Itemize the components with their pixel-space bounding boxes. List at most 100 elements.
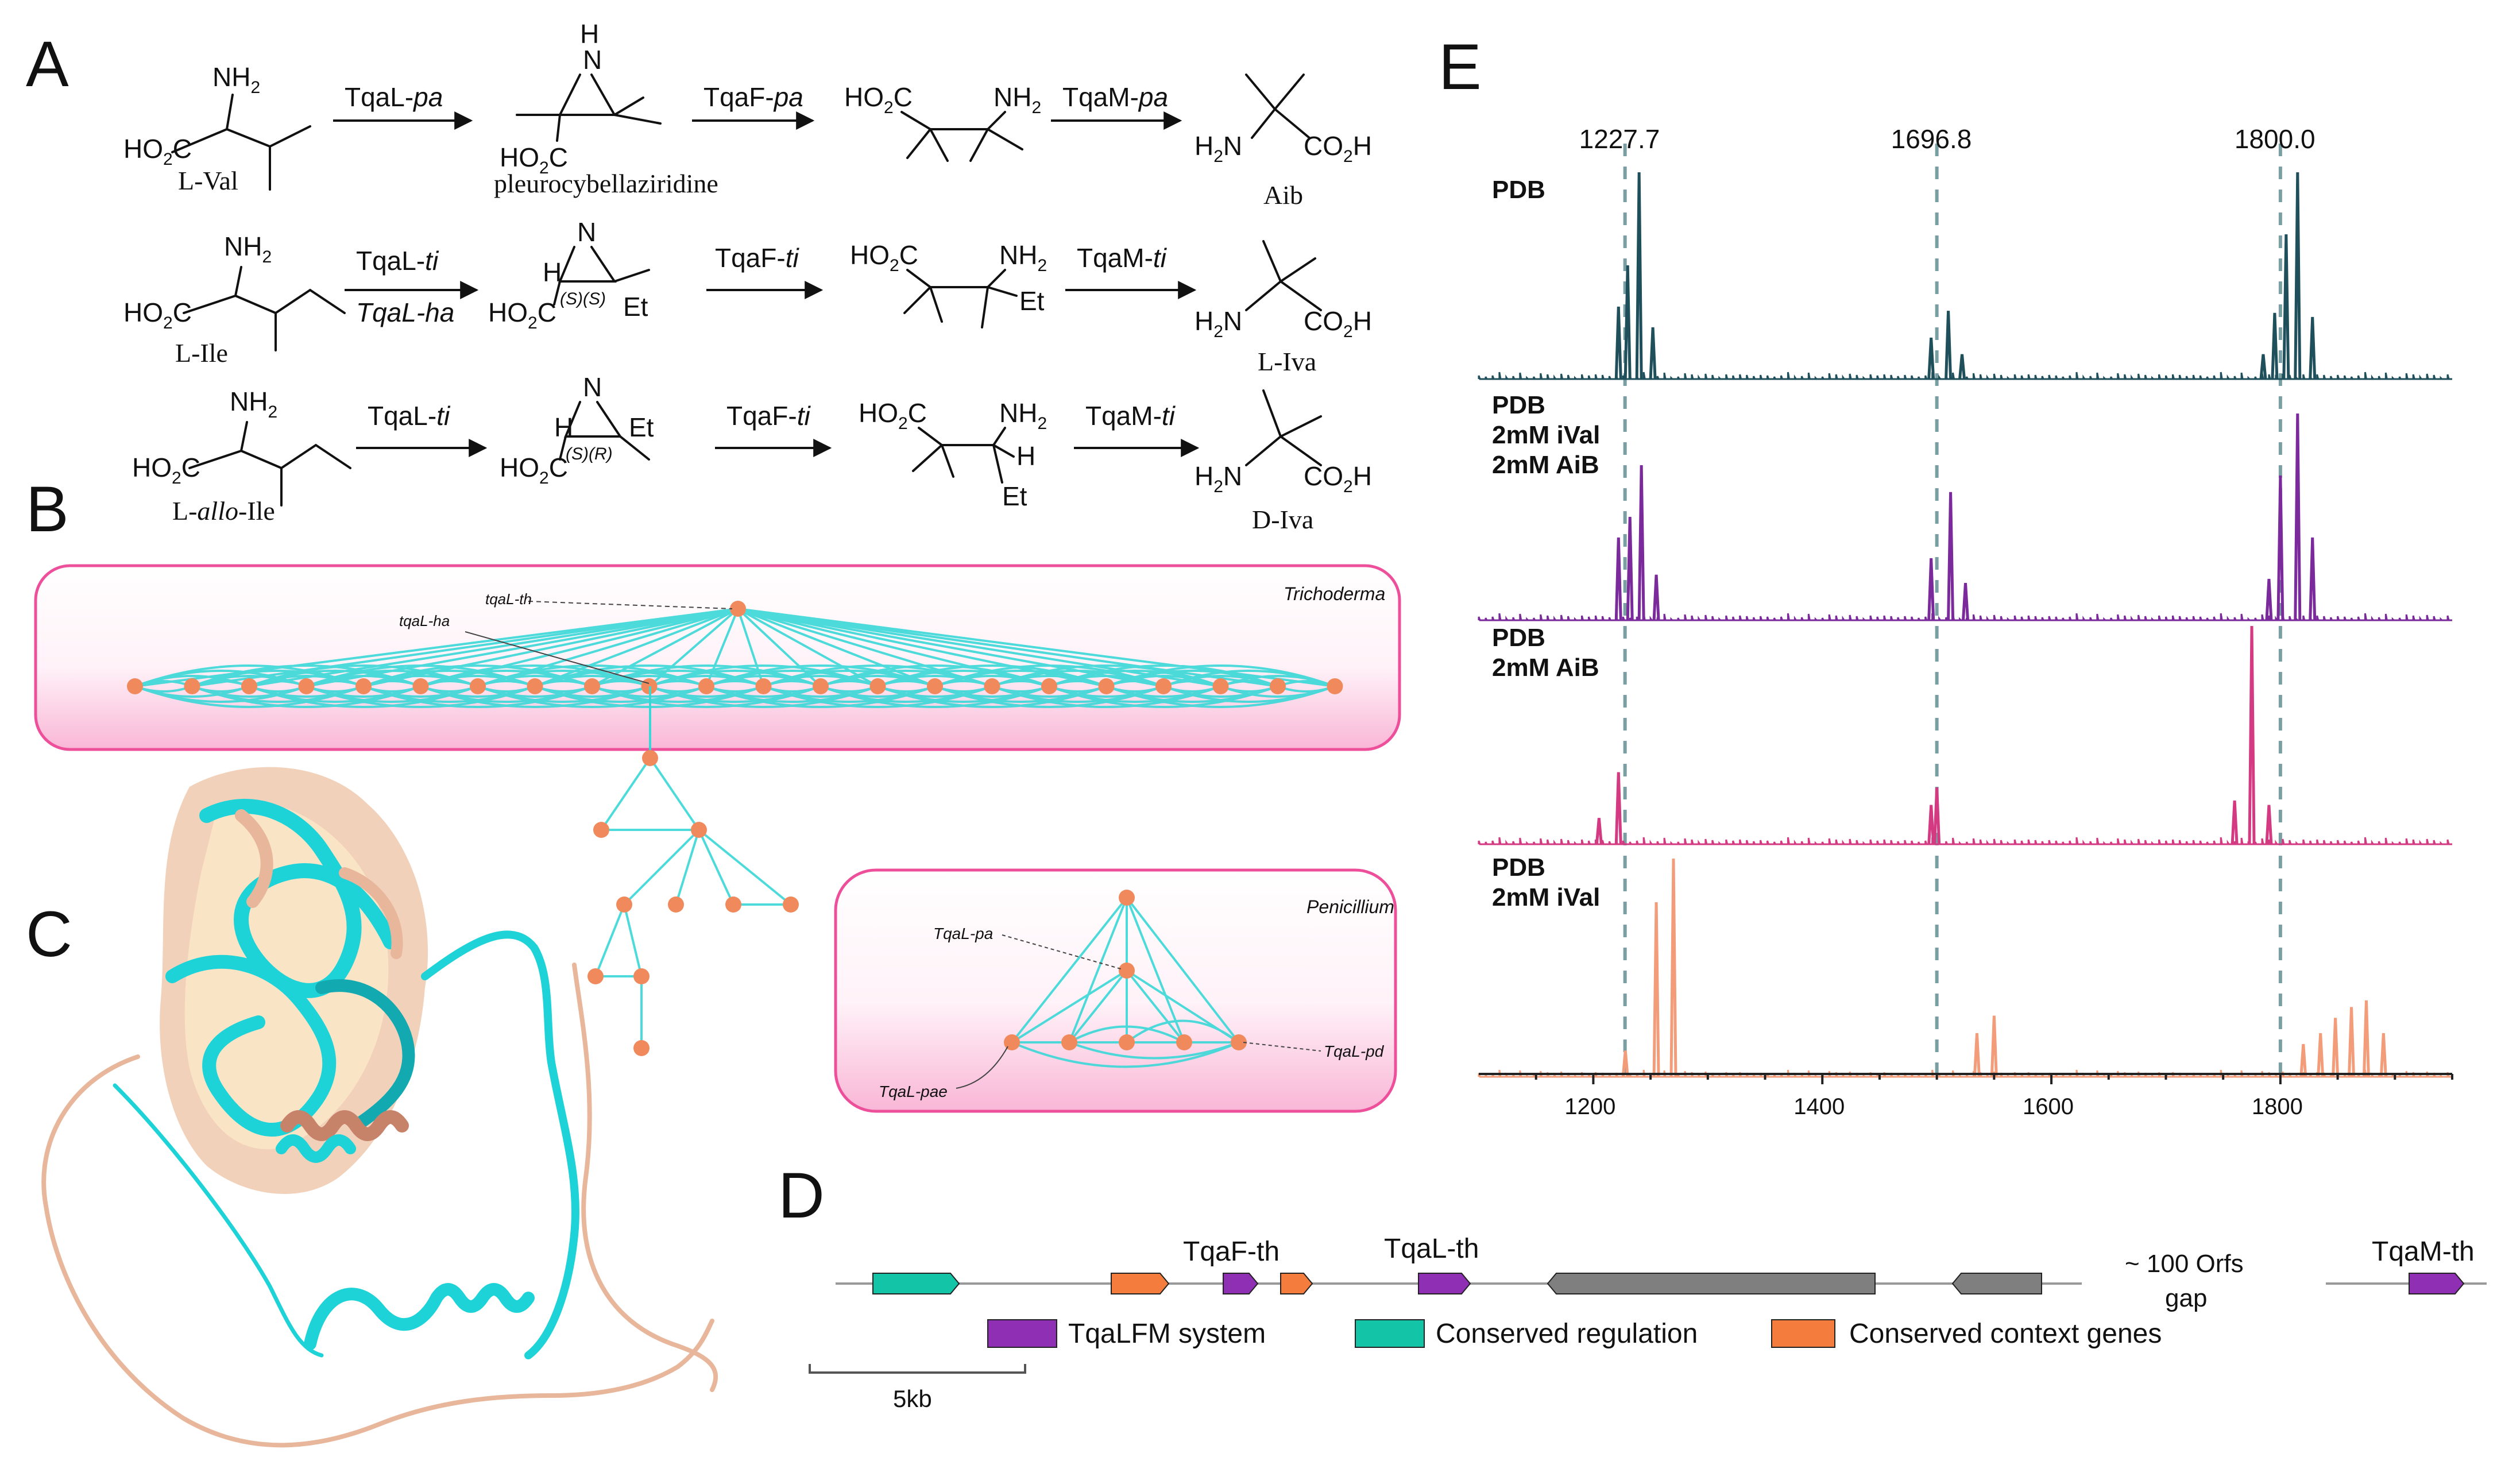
trichoderma-label: Trichoderma: [1284, 583, 1385, 604]
network-node: [1041, 678, 1057, 694]
svg-text:NH2: NH2: [999, 240, 1047, 275]
enzyme-2-2: TqaF-ti: [715, 243, 799, 273]
svg-text:N: N: [577, 217, 596, 247]
enzyme-1-2: TqaL-ti: [356, 246, 439, 276]
annotation-tqaL-th: tqaL-th: [485, 590, 532, 608]
svg-text:HO2C: HO2C: [500, 142, 568, 177]
enzyme-3-2: TqaM-ti: [1077, 243, 1168, 273]
spectrum-peak: [2309, 316, 2317, 380]
panel-label-e: E: [1439, 31, 1482, 103]
gene-context-1: [1111, 1273, 1170, 1294]
spectrum-peak: [1947, 492, 1955, 621]
panel-label-a: A: [26, 28, 69, 100]
network-node: [730, 601, 746, 617]
spectrum-peak: [1652, 902, 1660, 1077]
gene-regulation: [872, 1273, 960, 1294]
spectrum-peak: [1637, 465, 1645, 621]
network-node: [698, 678, 714, 694]
substrate-1: L-Val: [178, 166, 238, 195]
enzyme-1-1: TqaL-pa: [345, 82, 443, 112]
spectrum-peak: [1973, 1033, 1981, 1077]
svg-text:NH2: NH2: [994, 82, 1041, 117]
spectrum-peak: [2294, 413, 2302, 621]
network-node: [184, 678, 200, 694]
enzyme-1-3: TqaL-ti: [368, 401, 451, 431]
spectrum-peak: [2317, 1033, 2325, 1077]
gene-context-2: [1280, 1273, 1313, 1294]
reaction-row-1: NH2 HO2C L-Val TqaL-pa N H HO2C pleurocy…: [123, 19, 1372, 210]
spectrum-peak: [1958, 354, 1966, 380]
gene-tqaF: [1223, 1273, 1259, 1294]
spectrum-peak: [1990, 1015, 1998, 1077]
svg-text:HO2C: HO2C: [123, 297, 192, 333]
spectrum-legend: PDB: [1492, 176, 1545, 204]
protein-structure-overlay: [41, 767, 718, 1448]
panel-b: B Trichoderma tqaL-th tqaL-ha Penicilliu…: [26, 473, 1401, 1113]
spectrum-peak: [2231, 800, 2239, 845]
panel-label-c: C: [26, 898, 72, 970]
spectrum-peak: [2248, 625, 2256, 845]
svg-text:H2N: H2N: [1195, 461, 1242, 496]
network-node: [355, 678, 372, 694]
spectrum-peak: [1614, 306, 1622, 380]
marker-label: 1800.0: [2235, 124, 2316, 154]
spectrum-peak: [1927, 558, 1935, 621]
atom-nh2: NH2: [212, 62, 260, 97]
svg-text:CO2H: CO2H: [1304, 131, 1372, 166]
legend-label-regulation: Conserved regulation: [1436, 1319, 1698, 1349]
svg-text:H2N: H2N: [1195, 131, 1242, 166]
spectrum-peak: [2332, 1018, 2340, 1077]
label-tqaF: TqaF-th: [1183, 1236, 1280, 1267]
enzyme-1b-2: TqaL-ha: [356, 297, 454, 327]
spectrum-peak: [1933, 787, 1941, 845]
network-node: [1098, 678, 1115, 694]
legend-swatch-tqaLFM: [987, 1319, 1057, 1348]
spectrum-peak: [1595, 818, 1603, 845]
penicillium-cluster-box: [834, 868, 1397, 1113]
panel-label-b: B: [26, 473, 69, 545]
intermediate-1: pleurocybellaziridine: [494, 169, 718, 198]
stereo-label-2: (S)(S): [560, 289, 606, 308]
spectrum-peak: [2265, 805, 2273, 845]
enzyme-2-1: TqaF-pa: [703, 82, 803, 112]
x-tick-label: 1200: [1564, 1094, 1615, 1119]
network-node: [813, 678, 829, 694]
spectrum-peak: [1669, 858, 1677, 1077]
spectrum-peak: [1927, 805, 1935, 845]
spectrum-peak: [2348, 1007, 2356, 1077]
network-node: [755, 678, 772, 694]
svg-text:HO2C: HO2C: [859, 398, 927, 433]
x-tick-label: 1600: [2023, 1094, 2074, 1119]
spectrum-peak: [1626, 516, 1634, 621]
enzyme-3-1: TqaM-pa: [1062, 82, 1168, 112]
substrate-2: L-Ile: [175, 338, 228, 368]
spectrum-peak: [1614, 537, 1622, 621]
svg-text:HO2C: HO2C: [488, 297, 556, 333]
spectrum-peak: [2294, 172, 2302, 380]
annotation-tqaL-pae: TqaL-pae: [879, 1083, 948, 1100]
network-node: [927, 678, 943, 694]
gene-tqaL: [1418, 1273, 1471, 1294]
svg-text:Et: Et: [1019, 286, 1045, 316]
spectrum-peak: [2379, 1033, 2387, 1077]
svg-text:NH2: NH2: [999, 398, 1047, 433]
gap-label-1: ~ 100 Orfs: [2125, 1250, 2244, 1278]
label-tqaM: TqaM-th: [2372, 1236, 2475, 1267]
spectrum-peak: [1623, 265, 1632, 380]
svg-text:H: H: [580, 19, 599, 49]
enzyme-3-3: TqaM-ti: [1085, 401, 1176, 431]
gene-tqaM: [2409, 1273, 2465, 1294]
network-node: [527, 678, 543, 694]
spectrum-peak: [1945, 311, 1953, 380]
aziridine-n: N: [583, 45, 602, 75]
svg-text:Et: Et: [623, 292, 648, 322]
svg-text:CO2H: CO2H: [1304, 461, 1372, 496]
network-node: [984, 678, 1000, 694]
scale-label: 5kb: [893, 1385, 932, 1412]
spectrum-peak: [1635, 172, 1643, 380]
spectrum-peak: [2282, 234, 2290, 380]
enzyme-2-3: TqaF-ti: [726, 401, 811, 431]
